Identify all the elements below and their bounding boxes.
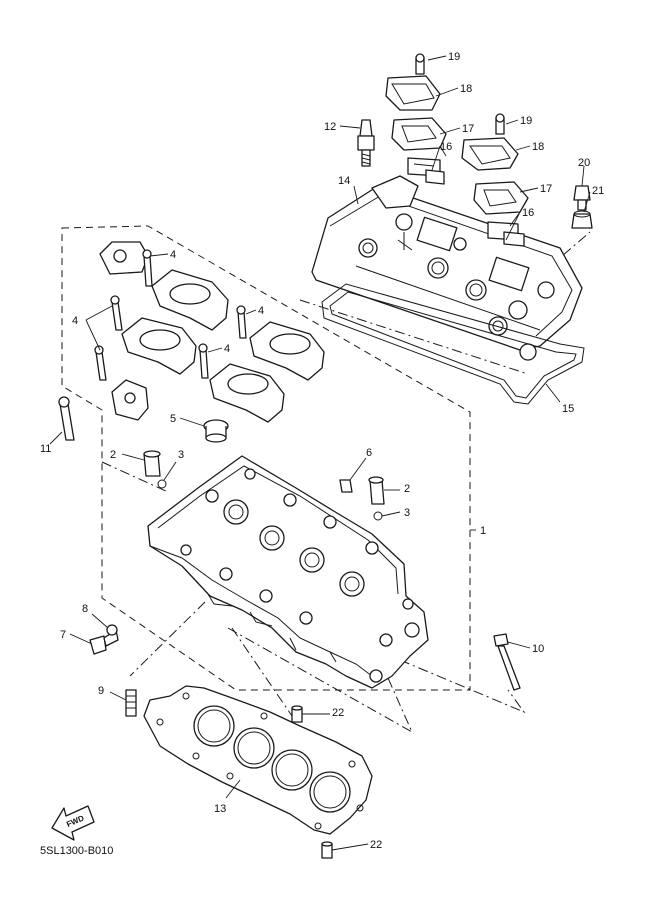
forward-direction-arrow: FWD bbox=[51, 805, 95, 841]
assembly-boundary bbox=[61, 225, 471, 691]
callout-16: 16 bbox=[522, 207, 534, 219]
drawing-code: 5SL1300-B010 bbox=[40, 845, 113, 857]
leader-lines bbox=[49, 55, 591, 851]
callout-2: 2 bbox=[110, 449, 116, 461]
valve-guides-and-clips bbox=[143, 450, 385, 521]
cylinder-head bbox=[147, 455, 429, 689]
callout-3: 3 bbox=[404, 507, 410, 519]
breather-cover-assembly-right bbox=[461, 113, 529, 247]
camshaft-cap-bolts bbox=[58, 249, 247, 441]
callout-14: 14 bbox=[338, 175, 350, 187]
callout-16: 16 bbox=[440, 141, 452, 153]
callout-1: 1 bbox=[480, 525, 486, 537]
callout-5: 5 bbox=[170, 413, 176, 425]
callout-22: 22 bbox=[332, 707, 344, 719]
callout-2: 2 bbox=[404, 483, 410, 495]
oil-plug bbox=[203, 419, 229, 443]
callout-12: 12 bbox=[324, 121, 336, 133]
callout-22: 22 bbox=[370, 839, 382, 851]
valve-cover-gasket bbox=[321, 283, 585, 405]
camshaft-cap-set bbox=[99, 241, 325, 423]
dowel-pins bbox=[291, 705, 333, 859]
callout-3: 3 bbox=[178, 449, 184, 461]
callout-9: 9 bbox=[98, 685, 104, 697]
callout-17: 17 bbox=[462, 123, 474, 135]
callout-4: 4 bbox=[170, 249, 176, 261]
callout-4: 4 bbox=[258, 305, 264, 317]
callout-20: 20 bbox=[578, 157, 590, 169]
callout-10: 10 bbox=[532, 643, 544, 655]
callout-numbers: 19 18 12 17 19 16 18 20 14 17 21 16 4 4 … bbox=[40, 51, 604, 851]
callout-8: 8 bbox=[82, 603, 88, 615]
callout-19: 19 bbox=[520, 115, 532, 127]
callout-4: 4 bbox=[224, 343, 230, 355]
callout-15: 15 bbox=[562, 403, 574, 415]
callout-4: 4 bbox=[72, 315, 78, 327]
callout-21: 21 bbox=[592, 185, 604, 197]
cylinder-head-gasket bbox=[143, 685, 373, 835]
head-fasteners bbox=[89, 624, 521, 717]
spark-plug bbox=[357, 119, 375, 167]
callout-18: 18 bbox=[532, 141, 544, 153]
callout-19: 19 bbox=[448, 51, 460, 63]
breather-cover-assembly-left bbox=[385, 53, 447, 185]
callout-13: 13 bbox=[214, 803, 226, 815]
valve-cover bbox=[311, 175, 583, 361]
callout-17: 17 bbox=[540, 183, 552, 195]
callout-6: 6 bbox=[366, 447, 372, 459]
callout-18: 18 bbox=[460, 83, 472, 95]
callout-11: 11 bbox=[40, 443, 51, 455]
cover-bolt-and-grommet bbox=[571, 185, 593, 229]
callout-7: 7 bbox=[60, 629, 66, 641]
